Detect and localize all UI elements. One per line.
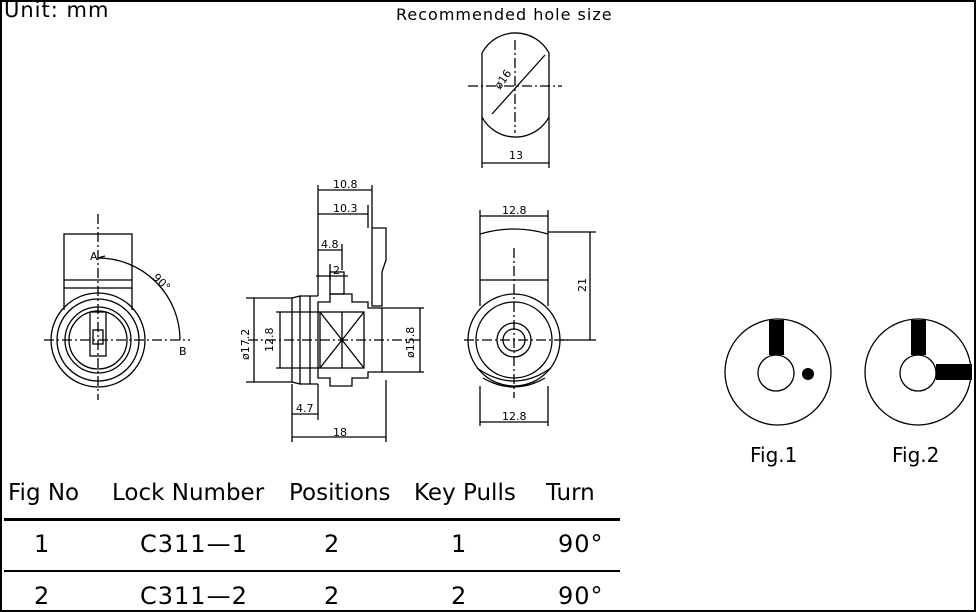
fig1-dot xyxy=(802,368,814,380)
dim-hole-width: 13 xyxy=(509,149,523,162)
header-key-pulls: Key Pulls xyxy=(414,480,516,506)
row1-key-pulls: 1 xyxy=(451,530,468,558)
dim-4-7: 4.7 xyxy=(296,402,314,415)
side-view xyxy=(246,185,424,442)
row1-turn: 90° xyxy=(558,530,604,558)
row1-lock-number: C311—1 xyxy=(140,530,248,558)
dim-17-2: ø17.2 xyxy=(239,329,252,360)
dim-12-8-bottom: 12.8 xyxy=(502,410,527,423)
row2-key-pulls: 2 xyxy=(451,582,468,610)
dim-10-8: 10.8 xyxy=(333,178,358,191)
dim-18: 18 xyxy=(333,426,347,439)
recommended-hole-label: Recommended hole size xyxy=(396,5,613,24)
header-rule xyxy=(4,518,620,521)
dim-15-8: ø15.8 xyxy=(404,327,417,358)
row2-lock-number: C311—2 xyxy=(140,582,248,610)
dim-12-8-side: 12.8 xyxy=(263,328,276,353)
header-fig-no: Fig No xyxy=(8,480,80,506)
point-a: A xyxy=(90,250,98,263)
row1-positions: 2 xyxy=(324,530,341,558)
row-rule xyxy=(4,570,620,572)
dim-21: 21 xyxy=(576,278,589,292)
hole-size-view xyxy=(468,32,562,168)
fig1-label: Fig.1 xyxy=(750,443,797,467)
fig2-bar xyxy=(936,364,972,380)
fig2-label: Fig.2 xyxy=(892,443,939,467)
row2-turn: 90° xyxy=(558,582,604,610)
dim-angle: 90° xyxy=(150,271,173,294)
rear-view xyxy=(464,210,596,426)
header-positions: Positions xyxy=(289,480,391,506)
fig2-key-slot xyxy=(911,320,926,355)
row1-fig-no: 1 xyxy=(34,530,51,558)
unit-label: Unit: mm xyxy=(4,0,110,22)
point-b: B xyxy=(179,345,187,358)
header-turn: Turn xyxy=(546,480,595,506)
row2-fig-no: 2 xyxy=(34,582,51,610)
dim-2: 2 xyxy=(333,264,340,277)
dim-10-3: 10.3 xyxy=(333,202,358,215)
row2-positions: 2 xyxy=(324,582,341,610)
dim-12-8-top: 12.8 xyxy=(502,204,527,217)
dim-4-8: 4.8 xyxy=(321,238,339,251)
dim-hole-diameter: ø16 xyxy=(492,67,515,91)
fig1-key-slot xyxy=(769,320,784,355)
front-view xyxy=(44,214,190,400)
header-lock-number: Lock Number xyxy=(112,480,265,506)
